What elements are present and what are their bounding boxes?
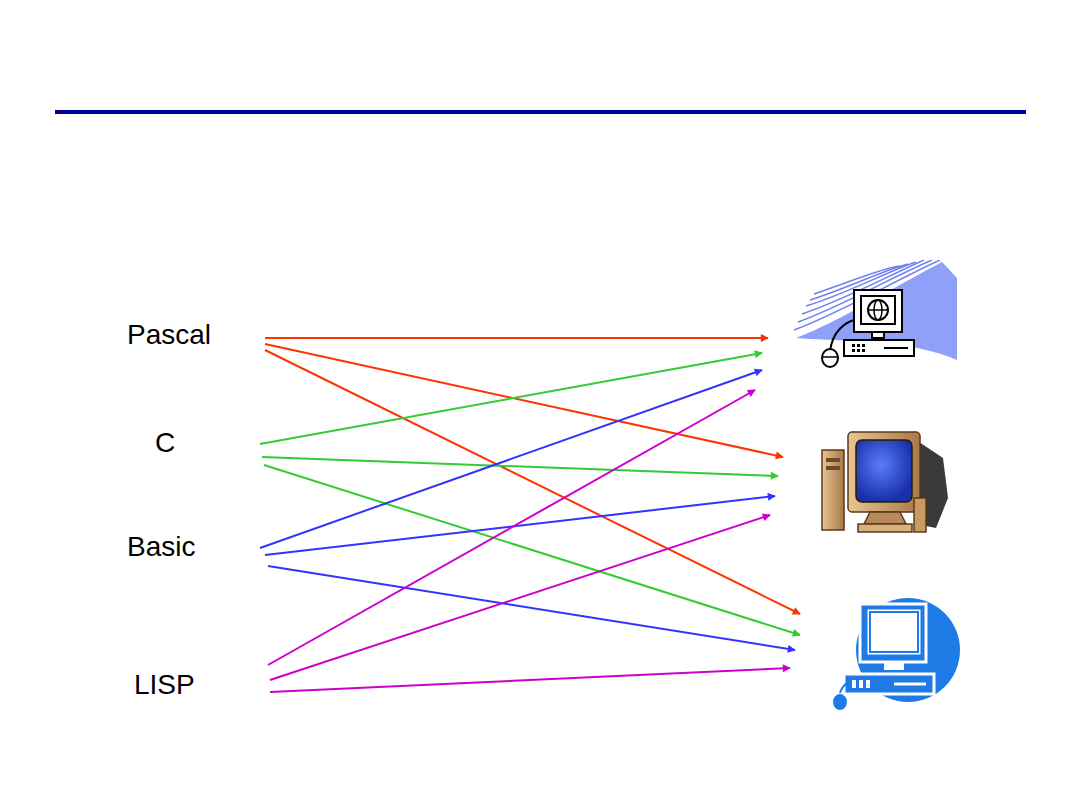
compile-arrow	[260, 353, 762, 444]
language-label: Basic	[125, 531, 197, 563]
compile-arrow	[265, 350, 800, 614]
desktop-computer-icon	[818, 428, 953, 543]
compile-arrow	[260, 370, 762, 548]
compile-arrow	[265, 344, 783, 457]
compile-arrow	[265, 337, 768, 339]
compile-arrow	[264, 465, 800, 635]
language-name: C	[155, 427, 175, 458]
language-label: C	[153, 427, 177, 459]
header-rule	[55, 110, 1026, 114]
language-name: Basic	[127, 531, 195, 562]
computer-node	[830, 596, 960, 714]
computer-node	[818, 428, 953, 543]
compile-arrow	[270, 668, 790, 692]
network-computer-icon	[792, 260, 957, 372]
computer-node	[792, 260, 957, 372]
compile-arrow	[268, 566, 795, 650]
compile-arrow	[265, 496, 775, 555]
language-name: LISP	[134, 669, 195, 700]
workstation-icon	[830, 596, 960, 714]
language-name: Pascal	[127, 319, 211, 350]
language-label: LISP	[132, 669, 197, 701]
compile-arrow	[270, 515, 770, 680]
language-label: Pascal	[125, 319, 213, 351]
compile-arrow	[262, 457, 778, 476]
compile-arrow	[268, 390, 755, 665]
